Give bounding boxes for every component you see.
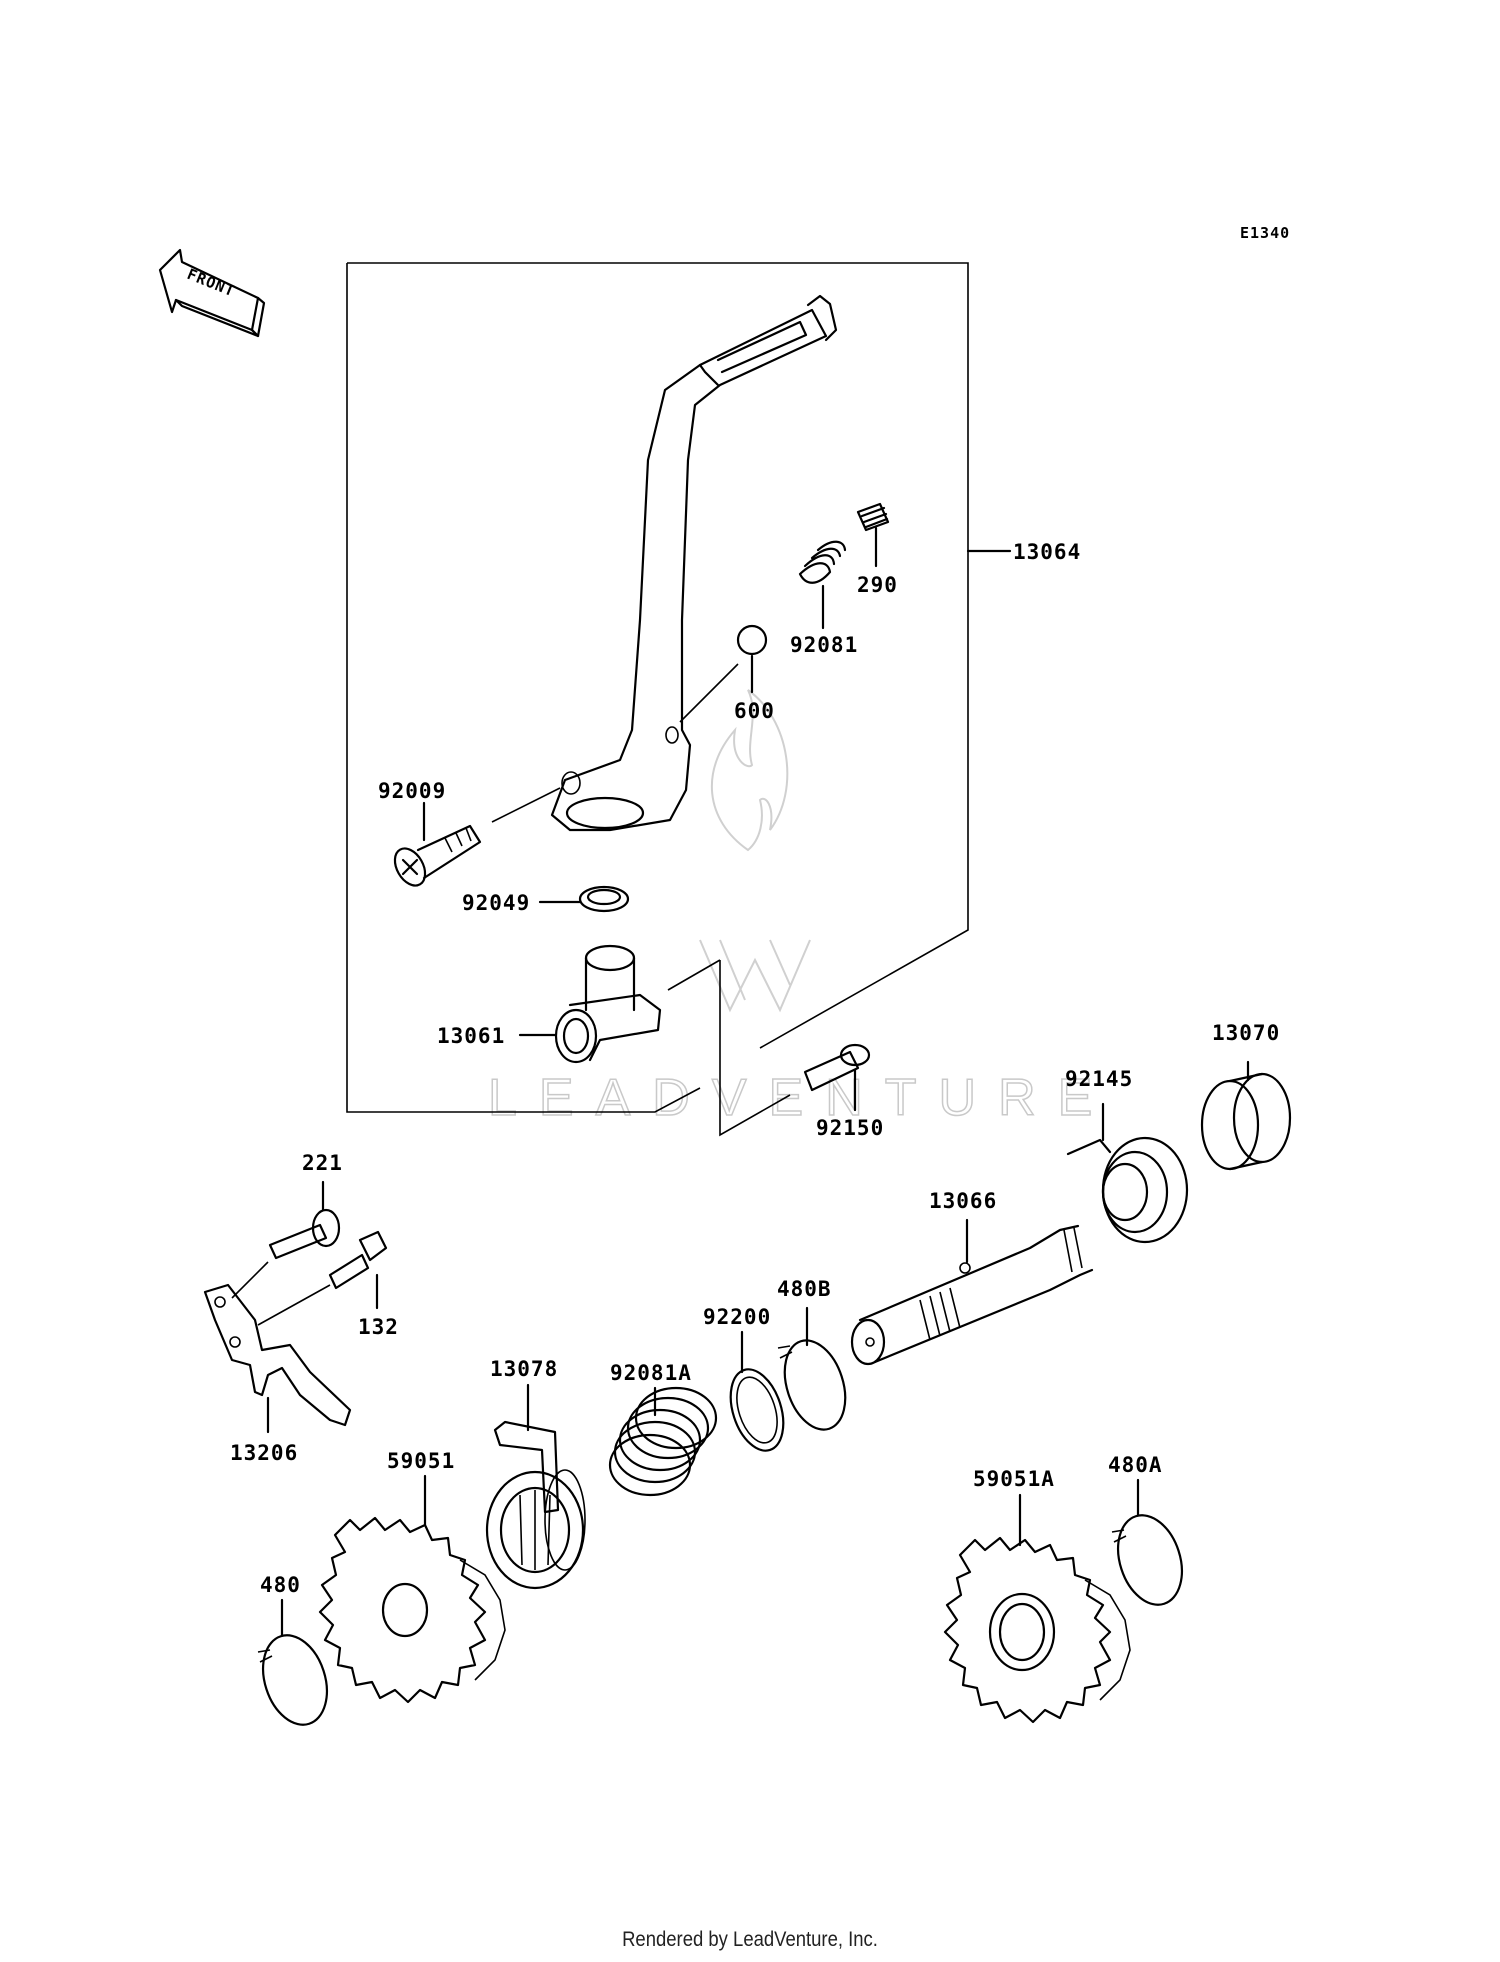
callout-480: 480	[260, 1573, 301, 1597]
callout-92081: 92081	[790, 633, 858, 657]
callout-600: 600	[734, 699, 775, 723]
callout-92009: 92009	[378, 779, 446, 803]
part-13078-ratchet	[485, 1420, 586, 1590]
callout-92081a: 92081A	[610, 1361, 692, 1385]
leader-600-dash	[679, 663, 739, 723]
part-600-ball	[736, 624, 768, 656]
callout-290: 290	[857, 573, 898, 597]
part-480-circlip	[257, 1634, 328, 1726]
leader-92009-dash	[491, 787, 561, 823]
callout-13206: 13206	[230, 1441, 298, 1465]
callout-13061: 13061	[437, 1024, 505, 1048]
callout-92150: 92150	[816, 1116, 884, 1140]
part-480b-circlip	[777, 1339, 847, 1431]
callout-221: 221	[302, 1151, 343, 1175]
leader-13061-dash	[667, 959, 721, 991]
callout-13070: 13070	[1212, 1021, 1280, 1045]
part-13061-boss	[554, 944, 662, 1064]
leader-221-dash	[231, 1261, 269, 1299]
part-92049-washer	[578, 885, 630, 913]
callout-13064: 13064	[1013, 540, 1081, 564]
front-label: FRONT	[185, 265, 238, 300]
callout-92145: 92145	[1065, 1067, 1133, 1091]
callout-labels: 13064 290 92081 600 92009 92049 13061 92…	[230, 540, 1280, 1597]
part-290-spring	[856, 502, 890, 532]
watermark-text: LEADVENTURE	[488, 1069, 1114, 1127]
part-132-bolt	[328, 1230, 388, 1290]
part-92081a-spring	[608, 1386, 718, 1497]
part-13066-shaft	[850, 1224, 1094, 1366]
callout-480a: 480A	[1108, 1453, 1163, 1477]
leader-132-dash	[257, 1284, 331, 1326]
part-92009-bolt	[393, 824, 482, 887]
callout-480b: 480B	[777, 1277, 832, 1301]
callout-13078: 13078	[490, 1357, 558, 1381]
kick-pedal-lever	[550, 294, 838, 832]
bracket-line-92150	[719, 960, 791, 1137]
part-92200-washer	[729, 1368, 785, 1452]
diagram-code: E1340	[1240, 224, 1290, 242]
part-59051-gear	[318, 1516, 506, 1704]
assembly-box-13064	[346, 262, 969, 1113]
callout-59051: 59051	[387, 1449, 455, 1473]
part-221-bolt	[268, 1208, 341, 1260]
callout-132: 132	[358, 1315, 399, 1339]
credit-footer: Rendered by LeadVenture, Inc.	[622, 1928, 878, 1951]
part-92145-spring	[1066, 1136, 1189, 1244]
front-arrow-icon: FRONT	[158, 248, 266, 338]
callout-92049: 92049	[462, 891, 530, 915]
watermark: LEADVENTURE	[487, 689, 1114, 1128]
part-92150-bolt	[803, 1043, 871, 1092]
part-59051a-gear	[943, 1536, 1131, 1724]
callout-92200: 92200	[703, 1305, 771, 1329]
part-13070-collar	[1200, 1072, 1292, 1171]
callout-59051a: 59051A	[973, 1467, 1055, 1491]
callout-13066: 13066	[929, 1189, 997, 1213]
part-92081-spring	[798, 540, 847, 584]
part-480a-circlip	[1111, 1514, 1183, 1606]
part-13206-plate	[203, 1283, 352, 1427]
